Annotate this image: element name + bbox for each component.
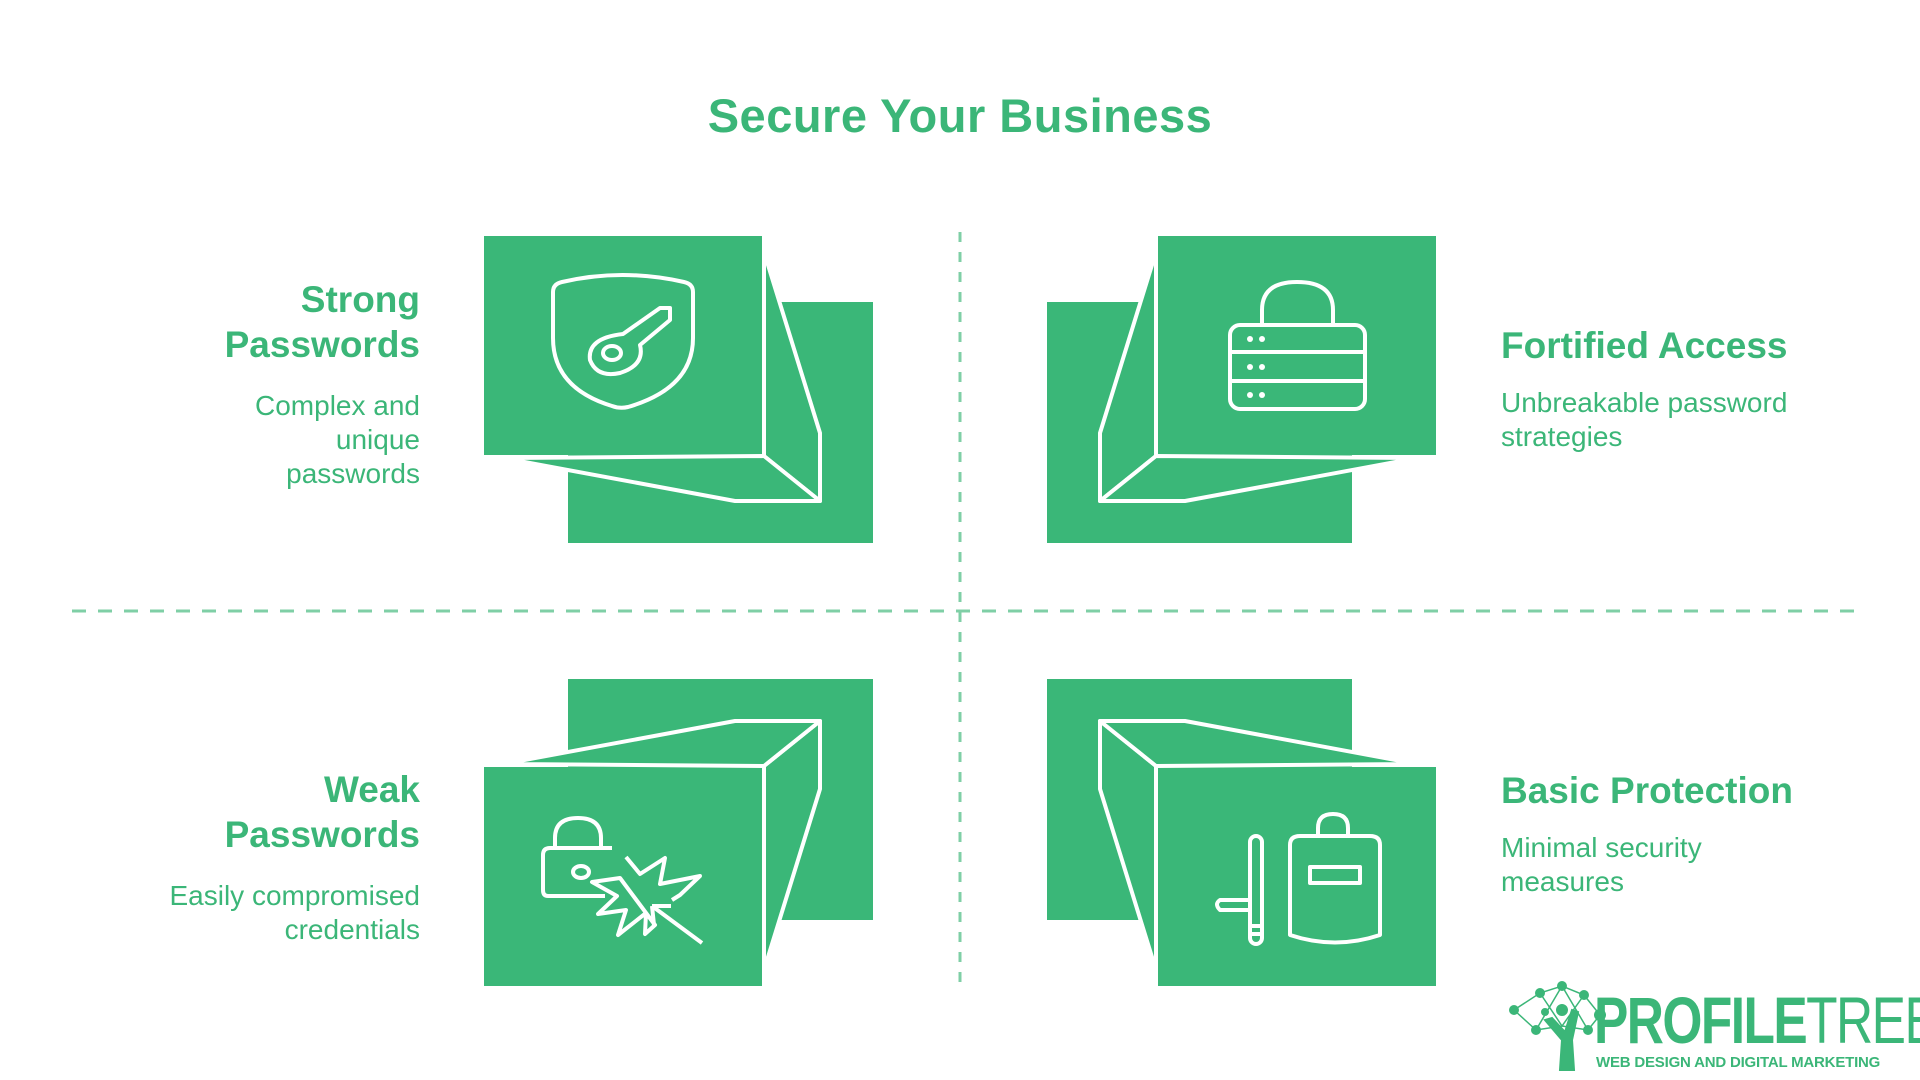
profiletree-logo: PROFILETREE WEB DESIGN AND DIGITAL MARKE…: [1506, 983, 1920, 1076]
quadrant-title: Fortified Access: [1501, 325, 1788, 366]
quadrant-fortified-access: Fortified Access Unbreakable password st…: [1501, 323, 1920, 454]
quadrant-description: Complex and unique passwords: [255, 390, 420, 489]
quadrant-description: Unbreakable password strategies: [1501, 387, 1788, 452]
quadrant-strong-passwords: Strong Passwords Complex and unique pass…: [0, 277, 420, 491]
logo-tagline: WEB DESIGN AND DIGITAL MARKETING: [1596, 1054, 1881, 1071]
quadrant-title: Weak Passwords: [224, 769, 420, 855]
quadrant-description: Minimal security measures: [1501, 832, 1702, 897]
quadrant-weak-passwords: Weak Passwords Easily compromised creden…: [0, 767, 420, 947]
broken-lock-icon: [541, 816, 704, 945]
box-weak-passwords: [482, 677, 875, 988]
logo-tree-icon: [1509, 981, 1606, 1071]
quadrant-title: Basic Protection: [1501, 770, 1793, 811]
box-fortified-access: [1045, 234, 1438, 545]
page-title: Secure Your Business: [707, 89, 1213, 142]
server-lock-icon: [1228, 279, 1367, 411]
shield-key-icon: [551, 273, 695, 410]
box-basic-protection: [1045, 677, 1438, 988]
quadrant-basic-protection: Basic Protection Minimal security measur…: [1501, 768, 1920, 899]
door-lock-icon: [1215, 812, 1382, 946]
logo-wordmark: PROFILETREE: [1594, 983, 1920, 1057]
quadrant-title: Strong Passwords: [224, 279, 420, 365]
quadrant-description: Easily compromised credentials: [169, 880, 420, 945]
